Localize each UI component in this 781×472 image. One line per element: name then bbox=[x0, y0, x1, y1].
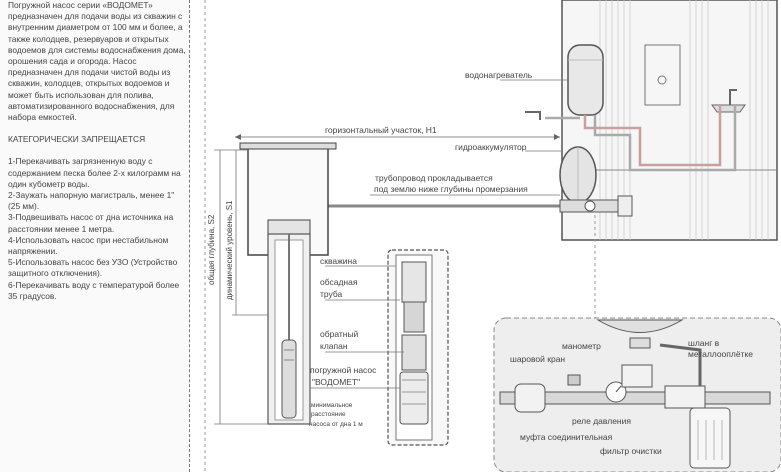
house-fittings bbox=[559, 195, 633, 217]
label-manometer: манометр bbox=[562, 341, 601, 351]
label-casing-2: труба bbox=[320, 289, 343, 299]
description-intro: Погружной насос серии «ВОДОМЕТ» предназн… bbox=[8, 0, 186, 123]
rule-6: 6-Перекачивать воду с температурой более… bbox=[8, 279, 180, 301]
sink bbox=[711, 104, 746, 113]
well-casing bbox=[267, 233, 311, 425]
label-water-heater: водонагреватель bbox=[465, 70, 533, 80]
label-pipeline-2: под землю ниже глубины промерзания bbox=[374, 184, 528, 194]
well-closeup bbox=[387, 249, 449, 446]
label-well: скважина bbox=[320, 256, 357, 266]
label-horizontal-section: горизонтальный участок, Н1 bbox=[325, 125, 437, 135]
label-pump-2: "ВОДОМЕТ" bbox=[312, 377, 360, 387]
label-dynamic-level: динамический уровень, S1 bbox=[225, 200, 234, 300]
label-ball-valve: шаровой кран bbox=[510, 354, 565, 364]
filter bbox=[689, 407, 731, 469]
hydroaccumulator bbox=[559, 146, 597, 204]
label-min-dist-1: минимальное bbox=[311, 402, 353, 409]
label-pressure-relay: реле давления bbox=[572, 416, 631, 426]
label-check-valve-1: обратный bbox=[320, 329, 359, 339]
rule-5: 5-Использовать насос без УЗО (Устройство… bbox=[8, 257, 178, 279]
water-heater bbox=[567, 44, 604, 116]
label-min-dist-3: насоса от дна 1 м bbox=[309, 421, 363, 428]
label-coupling: муфта соединительная bbox=[520, 432, 613, 442]
rule-4: 4-Использовать насос при нестабильном на… bbox=[8, 234, 169, 257]
rule-1: 1-Перекачивать загрязненную воду с содер… bbox=[8, 156, 181, 189]
description-panel: Погружной насос серии «ВОДОМЕТ» предназн… bbox=[0, 0, 190, 472]
label-pipeline-1: трубопровод прокладывается bbox=[375, 173, 493, 183]
label-check-valve-2: клапан bbox=[320, 341, 348, 351]
fittings-detail bbox=[493, 317, 781, 472]
label-hose-1: шланг в bbox=[688, 338, 720, 348]
house-pipes bbox=[545, 105, 737, 172]
rule-2: 2-Заужать напорную магистраль, менее 1" … bbox=[8, 190, 175, 212]
ball-valve bbox=[514, 383, 546, 413]
label-casing-1: обсадная bbox=[320, 277, 358, 287]
label-filter: фильтр очистки bbox=[600, 446, 662, 456]
label-total-depth: общая глубина, S2 bbox=[207, 214, 216, 285]
label-hose-2: металлооплётке bbox=[688, 349, 753, 359]
label-pump-1: погружной насос bbox=[310, 365, 377, 375]
hose bbox=[659, 343, 702, 386]
pressure-relay bbox=[621, 364, 653, 388]
faucet bbox=[525, 111, 541, 120]
prohibited-title: КАТЕГОРИЧЕСКИ ЗАПРЕЩАЕТСЯ bbox=[8, 134, 146, 145]
rule-3: 3-Подвешивать насос от дна источника на … bbox=[8, 212, 174, 234]
shower bbox=[644, 44, 681, 106]
label-hydroaccumulator: гидроаккумулятор bbox=[455, 142, 527, 152]
main-pipeline bbox=[288, 204, 580, 218]
label-min-dist-2: расстояние bbox=[311, 411, 346, 418]
